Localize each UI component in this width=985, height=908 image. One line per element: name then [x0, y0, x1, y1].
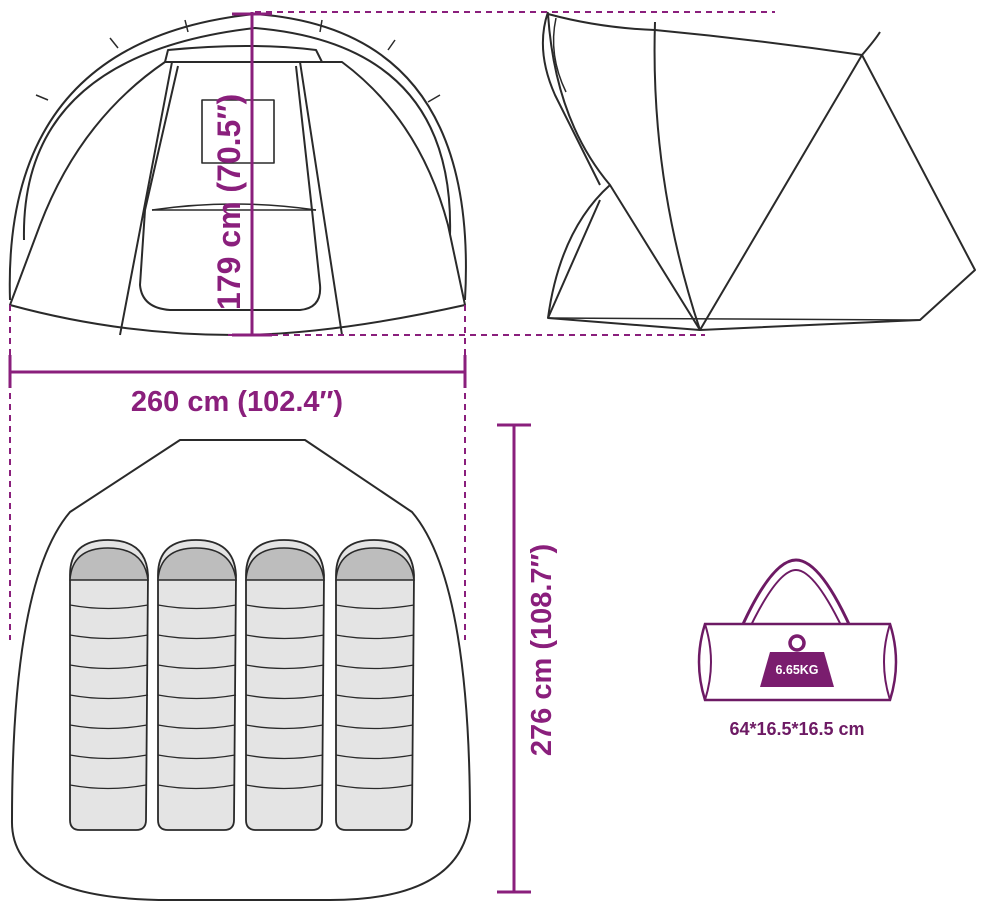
sleeping-bag-4	[335, 539, 415, 831]
depth-label: 276 cm (108.7″)	[526, 544, 558, 756]
weight-icon	[760, 634, 834, 687]
side-frame-arch-inner	[552, 17, 567, 93]
floor-outline	[10, 439, 471, 901]
sleeping-bag-2	[157, 539, 237, 831]
front-window-pocket	[201, 99, 275, 164]
front-pole-segments	[35, 19, 441, 103]
carry-bag-end-left	[704, 623, 712, 701]
side-rear-pole	[547, 184, 701, 331]
width-label: 260 cm (102.4″)	[131, 386, 343, 418]
front-door-panel	[119, 61, 343, 336]
carry-bag-handle-inner	[743, 568, 849, 641]
front-tent-body	[9, 61, 466, 336]
carry-bag: 6.65KG 64*16.5*16.5 cm	[697, 558, 898, 739]
front-door-inner	[139, 65, 322, 311]
weight-label: 6.65KG	[775, 663, 818, 677]
side-tent-outline	[547, 13, 976, 331]
floor-view	[10, 439, 471, 901]
dimension-guides	[8, 11, 775, 894]
side-frame-arch	[541, 11, 601, 186]
sleeping-bag-1	[69, 539, 149, 831]
sleeping-bags	[69, 539, 415, 831]
side-view	[541, 11, 976, 331]
front-top-vent	[164, 45, 323, 63]
side-center-pole	[653, 21, 701, 331]
carry-bag-end-right	[883, 623, 891, 701]
sleeping-bag-3	[245, 539, 325, 831]
carry-bag-handle-outer	[734, 558, 858, 641]
side-front-pole	[699, 31, 881, 331]
front-frame-arch-inner	[22, 27, 452, 241]
height-label: 179 cm (70.5″)	[211, 94, 247, 310]
front-door-curve	[151, 203, 317, 211]
bag-size-label: 64*16.5*16.5 cm	[729, 719, 864, 739]
front-view	[8, 13, 467, 336]
side-ground	[547, 317, 921, 321]
